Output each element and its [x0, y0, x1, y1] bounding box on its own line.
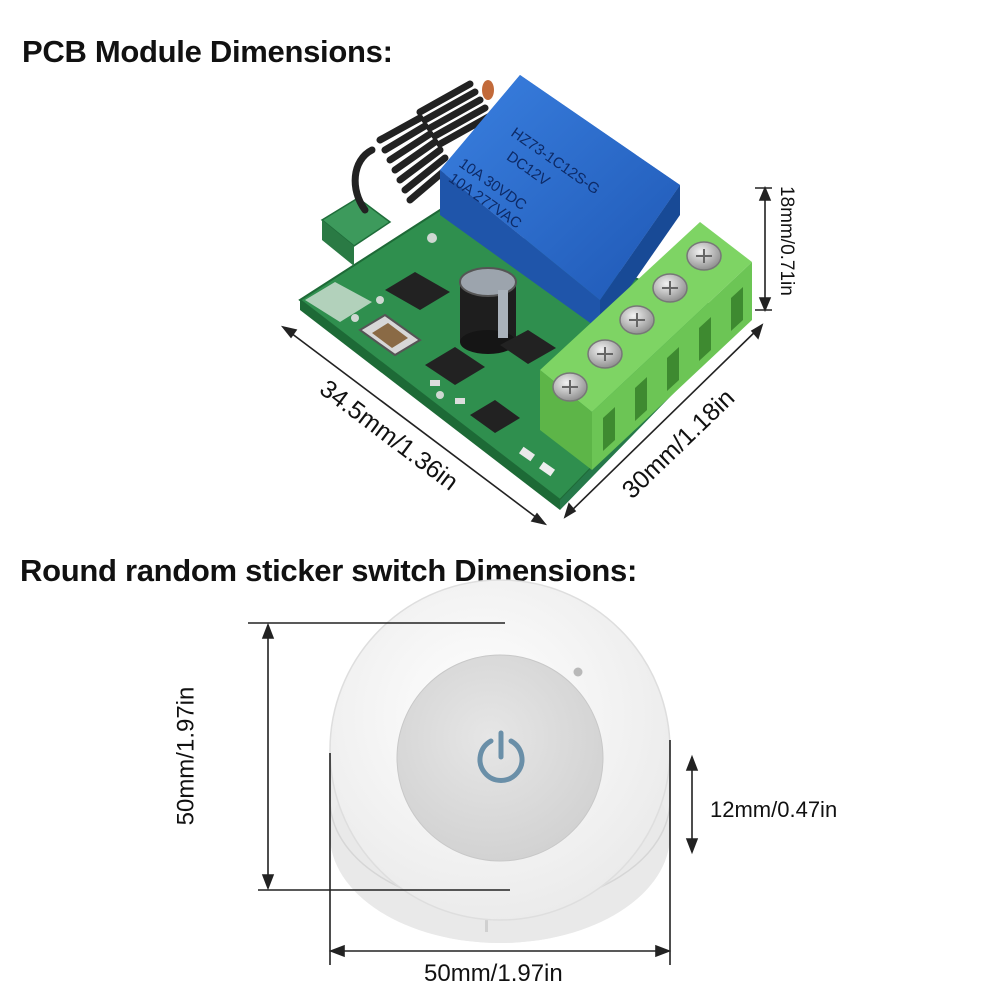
pcb-silkscreen — [305, 282, 372, 322]
switch-section-heading: Round random sticker switch Dimensions: — [20, 553, 638, 588]
pcb-dimension-lines — [280, 185, 772, 526]
pcb-section-heading: PCB Module Dimensions: — [22, 34, 393, 69]
indicator-led — [573, 667, 583, 677]
pcb-components — [351, 233, 556, 477]
terminal-screws — [552, 241, 722, 402]
pcb-height-label: 18mm/0.71in — [776, 186, 797, 296]
antenna-coil — [351, 80, 494, 214]
rf-receiver-module — [320, 197, 392, 247]
screw-terminal-block — [540, 222, 752, 470]
pcb-board-edge — [300, 300, 560, 510]
round-switch — [329, 579, 671, 943]
switch-height-label: 50mm/1.97in — [172, 686, 200, 826]
pcb-module: HZ73-1C12S-G DC12V 10A 30VDC 10A 277VAC — [298, 75, 752, 510]
switch-thickness-label: 12mm/0.47in — [710, 797, 838, 822]
power-icon — [477, 730, 525, 783]
switch-diameter-label: 50mm/1.97in — [424, 960, 563, 987]
capacitor — [459, 267, 517, 354]
switch-dimension-lines — [248, 622, 699, 965]
relay: HZ73-1C12S-G DC12V 10A 30VDC 10A 277VAC — [440, 75, 680, 330]
